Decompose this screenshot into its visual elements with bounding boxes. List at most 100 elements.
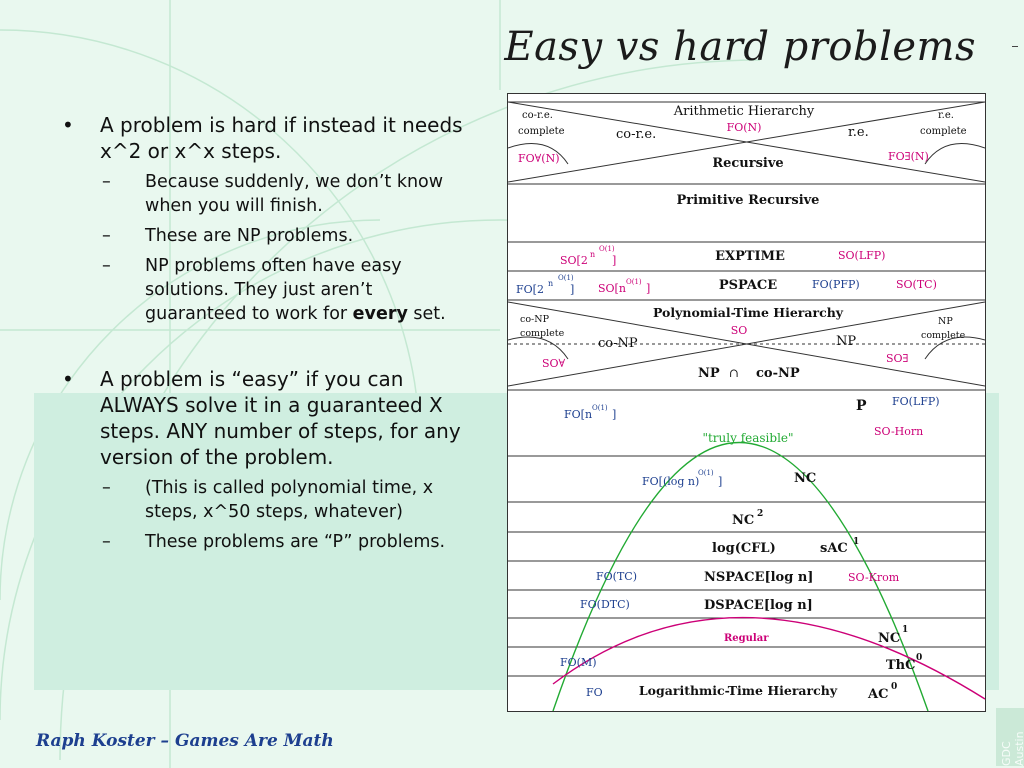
label-fon-close: ] xyxy=(612,408,616,421)
label-fo: FO xyxy=(586,686,603,699)
bullet-hard-problems: A problem is hard if instead it needs x^… xyxy=(58,112,478,326)
sub-bullet-text: NP problems often have easy solutions. T… xyxy=(145,256,402,324)
label-primitive-recursive: Primitive Recursive xyxy=(677,193,820,208)
label-thc: ThC xyxy=(886,658,915,673)
label-dspace: DSPACE[log n] xyxy=(704,598,813,613)
label-fo-pfp: FO(PFP) xyxy=(812,278,860,291)
label-ac-exp: 0 xyxy=(891,682,897,692)
label-so-tc: SO(TC) xyxy=(896,278,937,291)
label-nspace: NSPACE[log n] xyxy=(704,570,813,585)
corner-logo-text: GDC Austin xyxy=(1000,731,1024,766)
label-np-inter: NP xyxy=(698,366,720,381)
label-re-complete: complete xyxy=(920,126,967,137)
bullet-list: A problem is hard if instead it needs x^… xyxy=(58,112,478,560)
label-so-krom: SO-Krom xyxy=(848,571,900,584)
label-thc-exp: 0 xyxy=(916,653,922,663)
label-nc2-exp: 2 xyxy=(757,509,763,519)
regular-arc xyxy=(552,616,985,700)
corner-logo: GDC Austin xyxy=(996,708,1024,766)
bullet-text: A problem is hard if instead it needs x^… xyxy=(100,113,463,163)
sub-bullet-list: (This is called polynomial time, x steps… xyxy=(100,476,478,554)
sub-bullet: NP problems often have easy solutions. T… xyxy=(100,254,478,326)
sub-bullet: These are NP problems. xyxy=(100,224,478,248)
label-sac: sAC xyxy=(820,541,848,556)
label-so2-n: n xyxy=(590,250,595,259)
label-re-small: r.e. xyxy=(938,110,954,121)
label-fo-exists-n: FO∃(N) xyxy=(888,150,929,163)
sub-bullet: (This is called polynomial time, x steps… xyxy=(100,476,478,524)
label-fo-log: FO[(log n) xyxy=(642,475,699,488)
label-so: SO xyxy=(731,324,748,337)
corner-arc xyxy=(508,336,569,360)
label-pspace: PSPACE xyxy=(719,278,777,293)
label-exptime: EXPTIME xyxy=(715,249,785,264)
label-so2-close: ] xyxy=(612,254,616,267)
label-fo2-n: n xyxy=(548,279,553,288)
slide-title: Easy vs hard problems xyxy=(504,24,976,70)
label-son-close: ] xyxy=(646,282,650,295)
label-fo-log-close: ] xyxy=(718,475,722,488)
label-regular: Regular xyxy=(724,633,769,644)
label-truly-feasible: "truly feasible" xyxy=(702,431,793,445)
label-co-re-small: co-r.e. xyxy=(522,110,553,121)
corner-arc xyxy=(924,336,985,360)
label-co-np-small: co-NP xyxy=(520,314,550,325)
arith-x-line xyxy=(508,101,985,183)
label-son-exp: O(1) xyxy=(626,278,642,286)
label-nc2: NC xyxy=(732,513,754,528)
label-fo-forall-n: FO∀(N) xyxy=(518,152,560,165)
label-fo-tc: FO(TC) xyxy=(596,570,637,583)
label-fo-n: FO(N) xyxy=(727,121,762,134)
title-dash xyxy=(1012,46,1018,47)
label-fo-dtc: FO(DTC) xyxy=(580,598,630,611)
label-fon-exp: O(1) xyxy=(592,404,608,412)
bullet-text: A problem is “easy” if you can ALWAYS so… xyxy=(100,367,461,469)
label-fon: FO[n xyxy=(564,408,592,421)
label-polynomial-hierarchy: Polynomial-Time Hierarchy xyxy=(653,305,844,320)
sub-bullet: These problems are “P” problems. xyxy=(100,530,478,554)
label-son: SO[n xyxy=(598,282,626,295)
label-co-np-complete: complete xyxy=(520,328,565,339)
label-re: r.e. xyxy=(848,125,869,140)
corner-arc xyxy=(508,143,569,165)
feasible-arc xyxy=(552,441,929,711)
label-fo-log-exp: O(1) xyxy=(698,469,714,477)
label-ac: AC xyxy=(867,687,888,702)
sub-bullet-list: Because suddenly, we don’t know when you… xyxy=(100,170,478,326)
sub-bullet: Because suddenly, we don’t know when you… xyxy=(100,170,478,218)
label-np-complete: complete xyxy=(921,330,966,341)
label-co-re-complete: complete xyxy=(518,126,565,137)
label-so-lfp: SO(LFP) xyxy=(838,249,885,262)
label-fo2-exp: O(1) xyxy=(558,274,574,282)
label-nc: NC xyxy=(794,471,816,486)
label-log-time-hierarchy: Logarithmic-Time Hierarchy xyxy=(639,683,838,698)
label-log-cfl: log(CFL) xyxy=(712,541,776,556)
label-so2: SO[2 xyxy=(560,254,588,267)
label-co-re: co-r.e. xyxy=(616,127,656,142)
label-intersection: ∩ xyxy=(729,366,739,380)
label-so-horn: SO-Horn xyxy=(874,425,923,438)
label-nc1-exp: 1 xyxy=(902,625,908,635)
label-p: P xyxy=(856,398,867,414)
label-sac-exp: 1 xyxy=(853,537,859,547)
corner-arc xyxy=(924,143,985,165)
label-fo2: FO[2 xyxy=(516,283,544,296)
label-nc1: NC xyxy=(878,631,900,646)
label-recursive: Recursive xyxy=(712,156,783,171)
label-so2-exp: O(1) xyxy=(599,245,615,253)
label-fo-m: FO(M) xyxy=(560,656,597,669)
label-co-np: co-NP xyxy=(598,336,638,351)
label-fo-lfp: FO(LFP) xyxy=(892,395,940,408)
complexity-diagram: Arithmetic Hierarchy FO(N) co-r.e. compl… xyxy=(507,93,986,712)
label-so-exists: SO∃ xyxy=(886,352,909,365)
sub-bullet-emphasis: every xyxy=(352,304,408,324)
label-fo2-close: ] xyxy=(570,283,574,296)
ph-x-line xyxy=(508,301,985,387)
label-np: NP xyxy=(836,334,856,349)
footer-credit: Raph Koster – Games Are Math xyxy=(36,731,334,751)
bullet-easy-problems: A problem is “easy” if you can ALWAYS so… xyxy=(58,366,478,554)
label-arithmetic-hierarchy: Arithmetic Hierarchy xyxy=(673,104,815,119)
label-np-small: NP xyxy=(938,316,953,327)
label-co-np-inter: co-NP xyxy=(756,366,800,381)
sub-bullet-text: set. xyxy=(407,304,446,324)
